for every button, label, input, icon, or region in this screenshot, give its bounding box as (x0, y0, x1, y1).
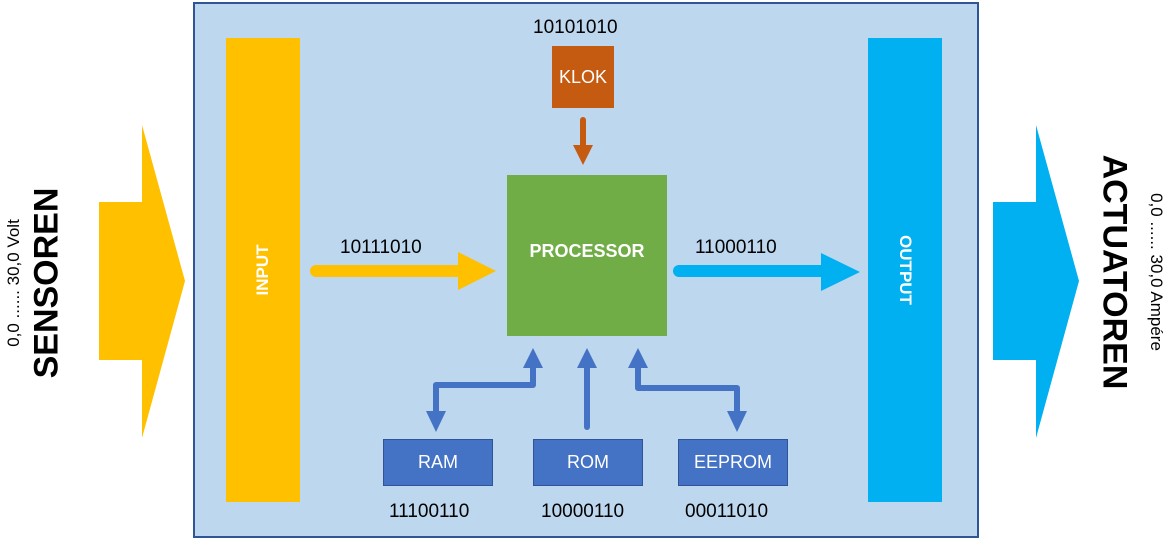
ram-block: RAM (383, 439, 493, 486)
output-label: OUTPUT (896, 235, 915, 305)
klok-code: 10101010 (533, 17, 618, 38)
ram-label: RAM (418, 452, 458, 472)
input-to-processor-code: 10111010 (340, 237, 422, 258)
processor-label: PROCESSOR (529, 241, 645, 261)
input-block: INPUT (226, 38, 300, 502)
klok-label: KLOK (558, 66, 608, 87)
processor-block: PROCESSOR (507, 175, 667, 336)
klok-block: KLOK (552, 46, 614, 108)
sensor-input-arrow (99, 125, 185, 438)
actuator-output-arrow (993, 125, 1079, 438)
actuators-range: 0,0 ...... 30,0 Ampére (1147, 193, 1166, 351)
rom-code: 10000110 (541, 501, 625, 522)
rom-block: ROM (533, 439, 643, 486)
actuators-title: ACTUATOREN (1095, 154, 1134, 390)
sensors-title: SENSOREN (27, 187, 66, 379)
eeprom-block: EEPROM (678, 439, 788, 486)
sensors-range: 0,0 ...... 30,0 Volt (4, 219, 23, 347)
eeprom-label: EEPROM (693, 452, 772, 472)
output-block: OUTPUT (868, 38, 942, 502)
input-label: INPUT (253, 244, 272, 296)
ram-code: 11100110 (389, 501, 470, 522)
eeprom-code: 00011010 (685, 501, 769, 522)
rom-label: ROM (567, 452, 609, 472)
processor-to-output-code: 11000110 (695, 237, 777, 258)
